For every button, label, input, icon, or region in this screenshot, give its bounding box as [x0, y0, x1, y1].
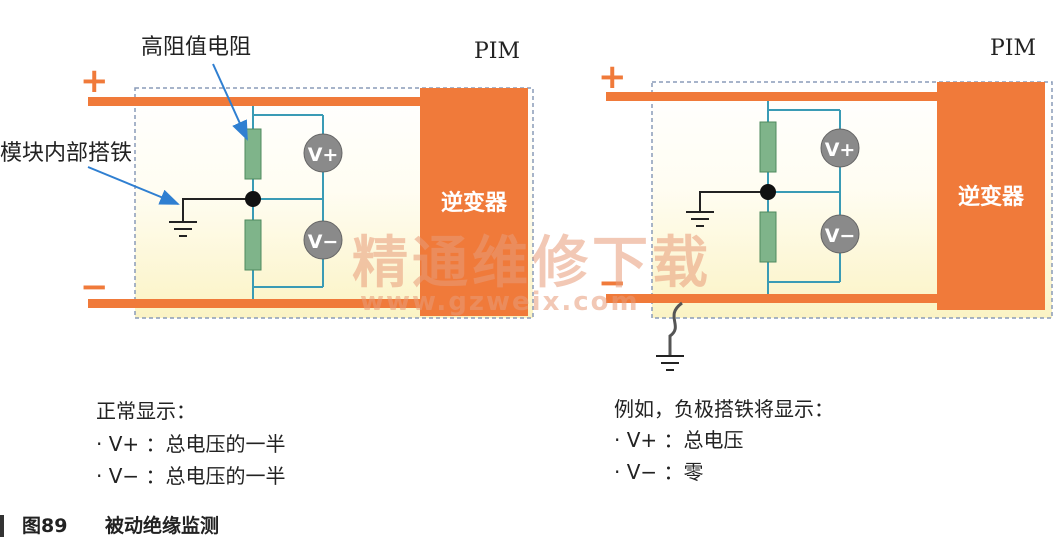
right-note-line-2: · V− ：零	[614, 460, 704, 484]
left-plus-sign: +	[80, 61, 109, 101]
right-voltmeter-positive-label: V+	[825, 139, 856, 161]
right-inverter-label: 逆变器	[958, 184, 1025, 210]
right-ground-icon	[686, 211, 714, 227]
left-minus-sign: −	[80, 267, 109, 307]
figure-caption: 图89 被动绝缘监测	[0, 514, 219, 537]
left-panel: PIM + − 逆变器 V+ V−	[0, 35, 534, 488]
right-ground-wire	[699, 191, 768, 212]
left-ground-wire	[182, 198, 253, 222]
watermark-url: www.gzweix.com	[360, 287, 640, 317]
left-voltmeter-positive-label: V+	[308, 144, 339, 166]
right-inverter-block	[937, 82, 1045, 310]
right-note-title: 例如，负极搭铁将显示：	[614, 397, 834, 421]
left-junction-node	[245, 191, 261, 207]
watermark: 精通维修下载 www.gzweix.com	[352, 231, 712, 317]
left-voltmeter-negative-label: V−	[308, 231, 339, 253]
right-positive-busbar	[606, 92, 941, 101]
right-panel: PIM + − 逆变器 V+ V−	[598, 36, 1053, 484]
left-voltmeter-positive: V+	[303, 133, 343, 173]
caption-marker	[0, 515, 4, 537]
right-note-line-1: · V+ ：总电压	[614, 428, 744, 452]
right-minus-sign: −	[598, 263, 627, 303]
left-resistor-top	[244, 128, 262, 180]
left-note-line-2: · V− ：总电压的一半	[96, 464, 286, 488]
left-positive-busbar	[88, 97, 423, 106]
right-voltmeter-positive: V+	[820, 128, 860, 168]
right-voltmeter-negative: V−	[820, 214, 860, 254]
left-resistor-bottom	[244, 219, 262, 271]
right-fault-ground-icon	[656, 355, 684, 371]
caption-figure-number: 图89	[22, 515, 67, 537]
internal-ground-label: 模块内部搭铁	[0, 141, 132, 166]
right-resistor-top	[759, 121, 777, 173]
left-inverter-block	[420, 88, 528, 316]
right-voltmeter-negative-label: V−	[825, 225, 856, 247]
right-junction-node	[760, 184, 776, 200]
internal-ground-leader-arrow	[87, 166, 180, 205]
left-voltmeter-negative: V−	[303, 220, 343, 260]
right-plus-sign: +	[598, 57, 627, 97]
right-fault-wire	[668, 301, 683, 356]
left-inverter-label: 逆变器	[441, 190, 508, 216]
left-note-line-1: · V+ ：总电压的一半	[96, 432, 286, 456]
right-negative-busbar	[606, 294, 941, 303]
resistor-leader-arrow	[212, 63, 248, 141]
right-pim-label: PIM	[990, 36, 1036, 61]
right-resistor-bottom	[759, 211, 777, 263]
resistor-label: 高阻值电阻	[141, 35, 251, 60]
caption-title: 被动绝缘监测	[105, 514, 219, 537]
watermark-text: 精通维修下载	[352, 231, 712, 296]
left-ground-icon	[169, 221, 197, 237]
left-note-title: 正常显示：	[96, 399, 196, 423]
left-pim-label: PIM	[474, 39, 520, 64]
left-negative-busbar	[88, 299, 423, 308]
